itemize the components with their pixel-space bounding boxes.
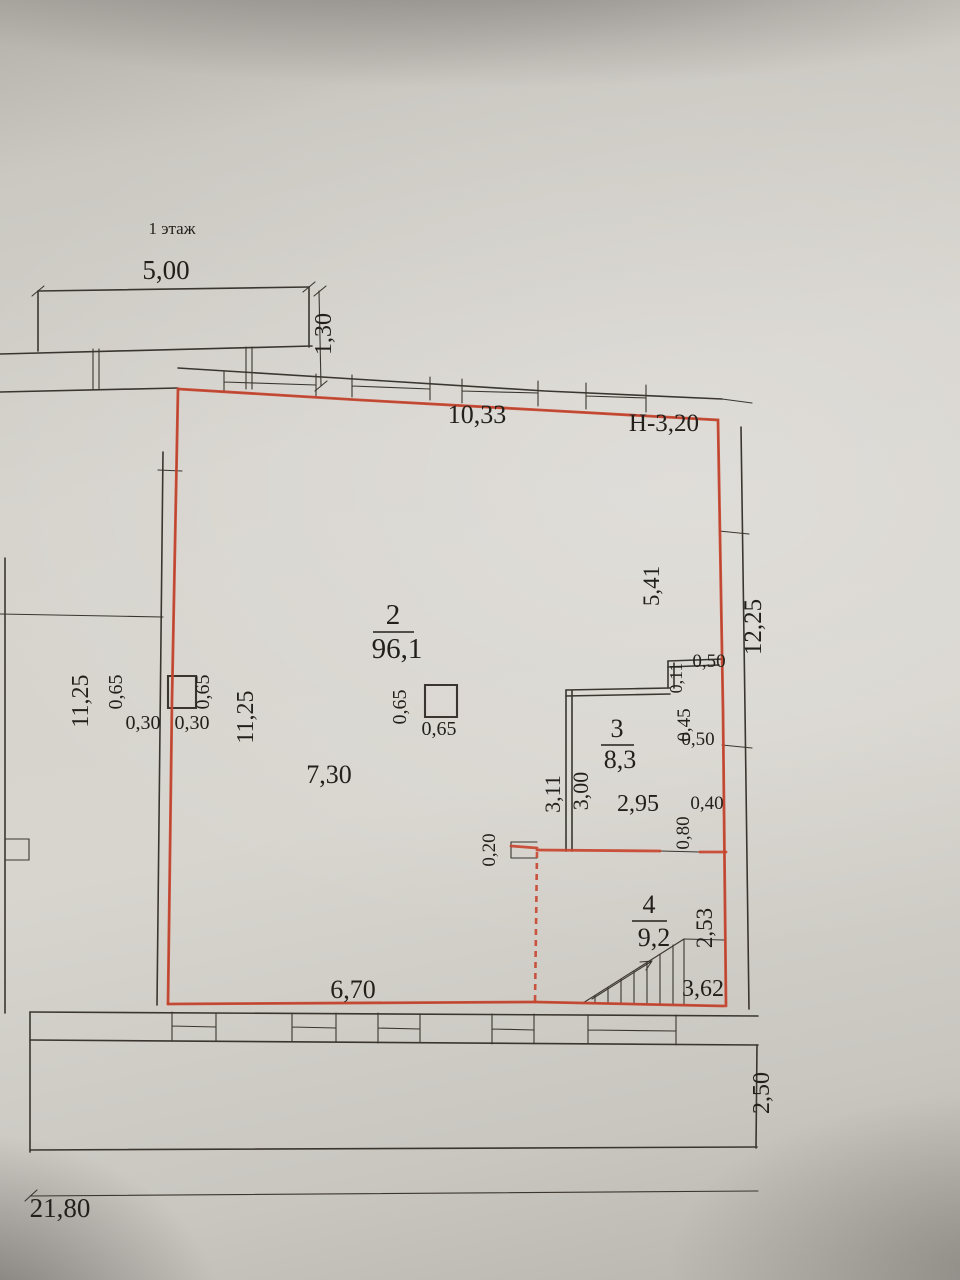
dim-door-b: 0,80 [673, 816, 694, 849]
bottom-wall [24, 1011, 759, 1202]
dim-top-wall: 10,33 [448, 400, 507, 429]
dim-porch-width: 5,00 [142, 255, 189, 285]
dim-column-w: 0,65 [389, 690, 411, 725]
dim-left-inner: 11,25 [233, 690, 259, 743]
dim-pilaster-d-left: 0,30 [126, 712, 161, 734]
dim-bottom-inner: 6,70 [330, 975, 376, 1004]
dim-room3-w: 2,95 [617, 791, 659, 817]
highlighted-wall-outline [166, 387, 728, 1008]
dim-notch-d: 0,50 [681, 729, 714, 750]
stairs-direction-arrow [591, 960, 653, 1000]
dim-pilaster-w-left: 0,65 [105, 675, 127, 710]
dim-column-h: 0,65 [422, 718, 457, 740]
dim-porch-depth: 1,30 [311, 313, 337, 355]
dim-notch-b: 0,11 [666, 663, 686, 694]
dim-notch-c: 0,45 [674, 708, 695, 741]
porch-outline [0, 281, 328, 393]
left-wall [0, 451, 198, 1014]
dim-step: 0,20 [479, 833, 500, 866]
dim-room3-h1: 3,11 [540, 775, 565, 813]
dim-total-width: 21,80 [30, 1193, 91, 1223]
room4-number: 4 [643, 890, 656, 919]
dim-right-outer: 12,25 [740, 599, 767, 655]
floor-title: 1 этаж [149, 219, 196, 238]
room3-number: 3 [611, 714, 624, 743]
wall-pilaster [166, 674, 198, 710]
dim-pilaster-w-right: 0,65 [192, 675, 214, 710]
stairs [582, 938, 725, 1005]
room3-area: 8,3 [604, 745, 637, 774]
dim-door-a: 0,40 [690, 793, 723, 814]
room2-number: 2 [386, 599, 401, 631]
top-wall [177, 367, 753, 413]
dim-left-outer: 11,25 [68, 674, 94, 727]
room4-left-wall [533, 851, 539, 1004]
right-wall [718, 426, 753, 1010]
room3-partitions [510, 658, 725, 859]
dim-notch-a: 0,50 [692, 651, 725, 672]
height-note: Н-3,20 [629, 410, 699, 437]
dim-pilaster-d-right: 0,30 [175, 712, 210, 734]
dim-room2-mid: 7,30 [306, 760, 352, 789]
labels: 1 этаж 5,00 1,30 10,33 Н-3,20 12,25 5,41… [30, 219, 775, 1223]
dim-room3-h2: 3,00 [568, 772, 593, 811]
room2-area: 96,1 [372, 633, 423, 665]
dim-right-inner: 5,41 [639, 566, 664, 606]
dim-bottom-right: 2,50 [749, 1072, 775, 1114]
center-column [423, 683, 459, 719]
dim-room4-h: 2,53 [692, 908, 717, 948]
dim-room4-w: 3,62 [682, 976, 724, 1002]
room4-area: 9,2 [638, 923, 671, 952]
